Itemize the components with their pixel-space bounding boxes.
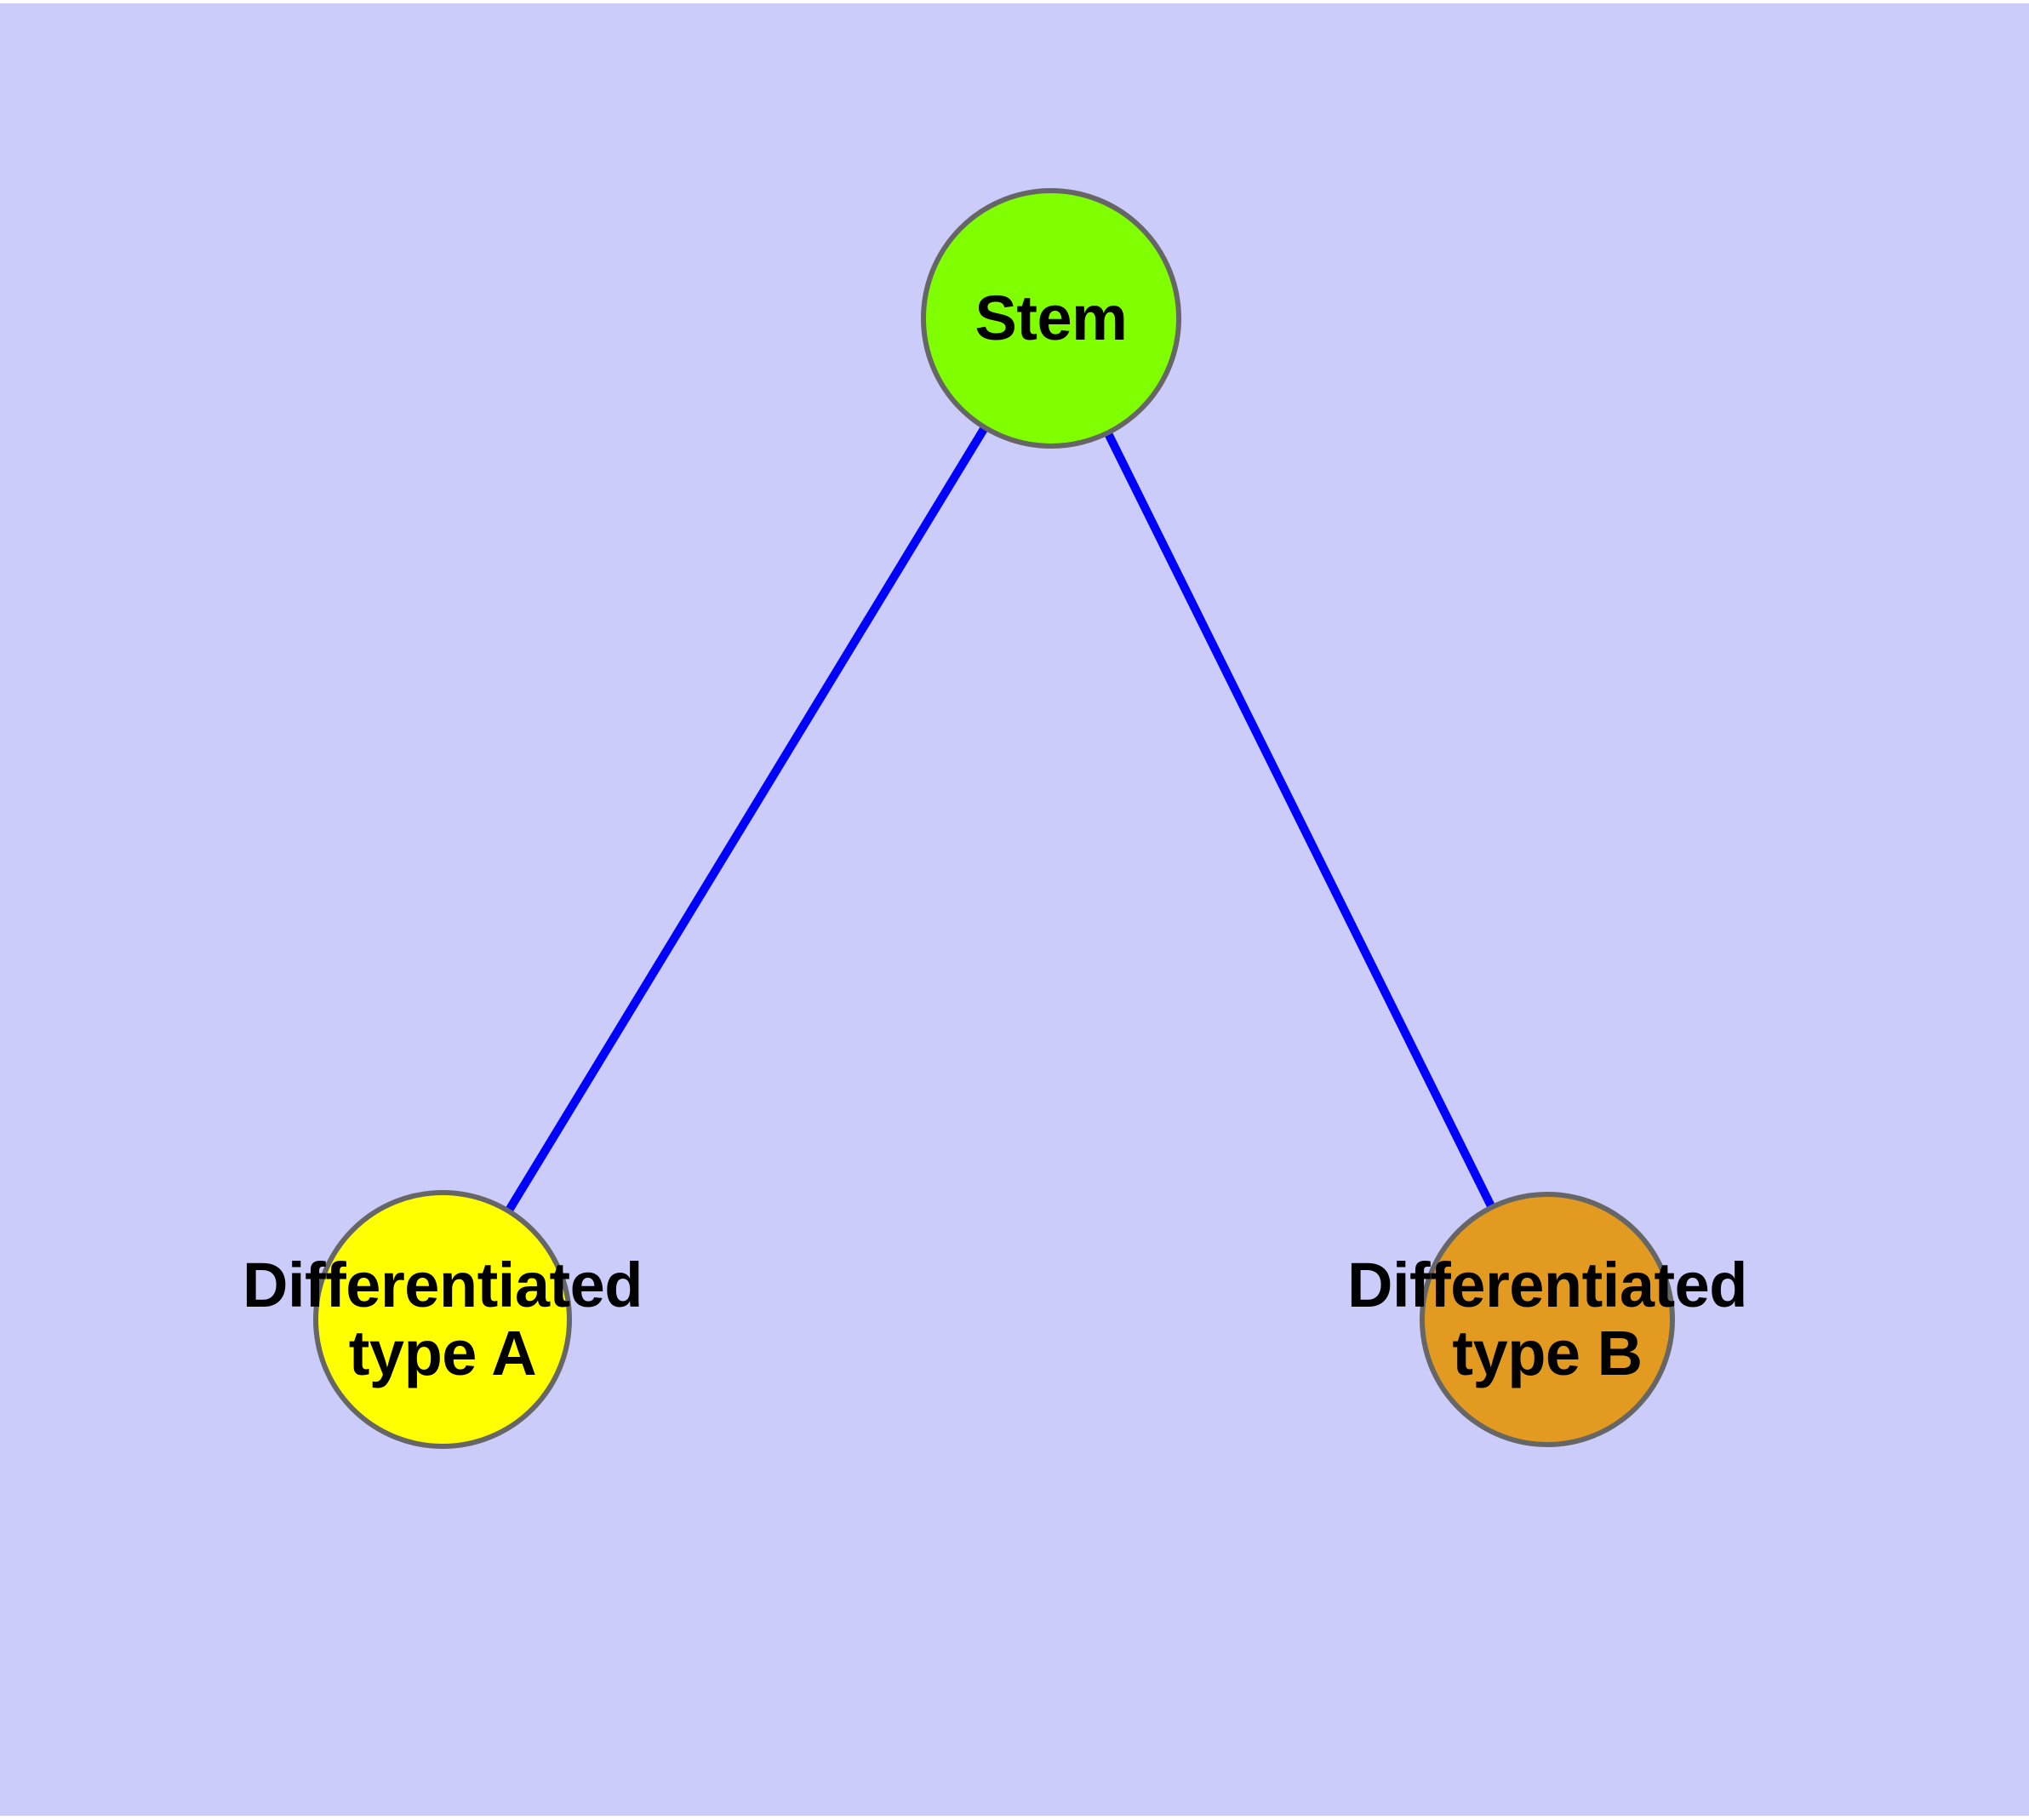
- edge-stem-to-differentiated-type-b: [1103, 430, 1496, 1210]
- node-differentiated-type-a[interactable]: [313, 1190, 572, 1449]
- node-stem[interactable]: [921, 188, 1181, 449]
- node-layer: Stem Differentiated type A Differentiate…: [0, 3, 2029, 1816]
- node-differentiated-type-b[interactable]: [1420, 1192, 1675, 1447]
- edge-layer: [504, 424, 1496, 1215]
- edge-stem-to-differentiated-type-a: [504, 424, 989, 1215]
- graph-plot-area: Stem Differentiated type A Differentiate…: [0, 3, 2029, 1816]
